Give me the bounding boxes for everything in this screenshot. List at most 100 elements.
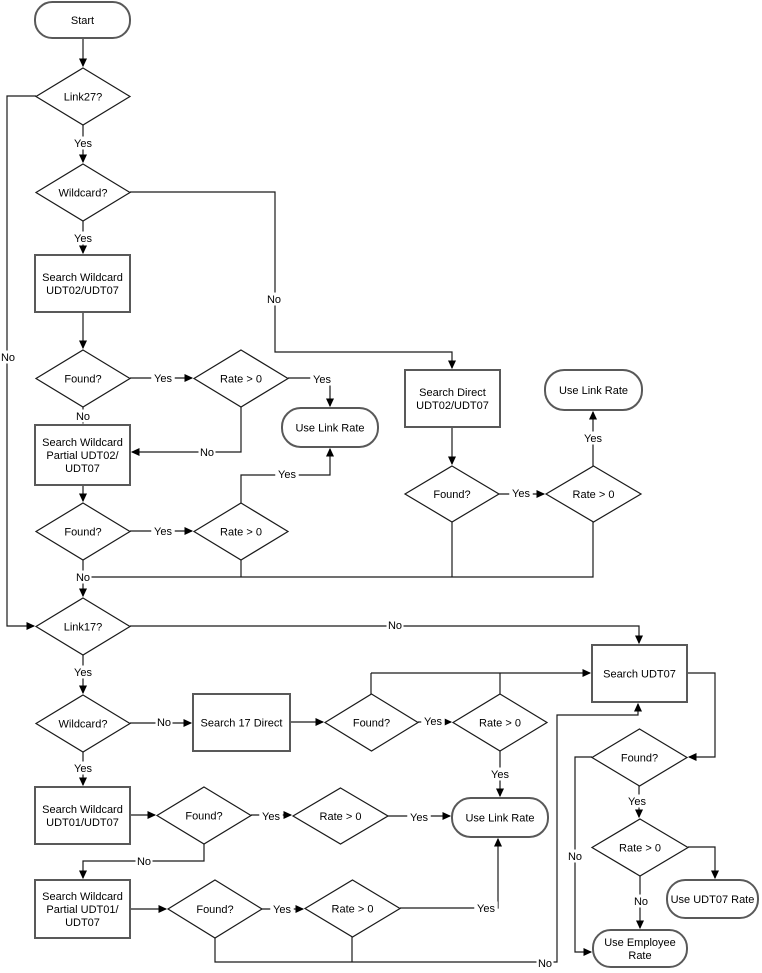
process-shape xyxy=(34,879,131,939)
node-label-line: Rate > 0 xyxy=(320,811,362,823)
node-label-line: Search Wildcard xyxy=(42,891,123,903)
node-label: Link27? xyxy=(64,92,103,104)
edge-label-bg xyxy=(625,794,649,808)
edge-label: Yes xyxy=(424,716,442,728)
edge-label: Yes xyxy=(313,374,331,386)
decision-shape xyxy=(34,694,132,753)
node-label-line: Search Wildcard xyxy=(42,272,123,284)
edge-label-bg xyxy=(265,292,283,306)
node-label-line: Found? xyxy=(433,489,470,501)
edge-label: No xyxy=(634,896,648,908)
edge-label-bg xyxy=(509,486,533,500)
node-rate-direct-udt02: Rate > 0 xyxy=(544,465,643,523)
node-found-direct-udt02: Found? xyxy=(403,465,501,523)
node-label: Wildcard? xyxy=(59,719,108,731)
edge-label: No xyxy=(538,958,552,970)
node-label: Use Link Rate xyxy=(559,385,628,397)
edge-label-bg xyxy=(135,854,153,868)
node-label: Rate > 0 xyxy=(619,843,661,855)
node-label: Search 17 Direct xyxy=(201,718,283,730)
edge-label-bg xyxy=(581,431,605,445)
edge-label: No xyxy=(76,572,90,584)
node-found-wildcard-udt01: Found? xyxy=(155,786,253,845)
node-label-line: Use UDT07 Rate xyxy=(671,894,755,906)
node-label: Use Link Rate xyxy=(295,423,364,435)
edge-label: No xyxy=(388,620,402,632)
edge-label-bg xyxy=(198,445,216,459)
edge-connector xyxy=(130,625,643,645)
decision-shape xyxy=(34,163,132,222)
node-rate-wildcard-udt01: Rate > 0 xyxy=(291,787,390,845)
terminator-shape xyxy=(281,407,379,448)
node-label-line: Rate > 0 xyxy=(573,489,615,501)
node-search-17-direct: Search 17 Direct xyxy=(192,693,291,752)
node-label: Search UDT07 xyxy=(603,669,676,681)
edge-label: No xyxy=(137,856,151,868)
edge-connector xyxy=(688,846,719,880)
terminator-shape xyxy=(666,879,759,919)
edge-label: Yes xyxy=(584,433,602,445)
decision-shape xyxy=(34,502,132,561)
edge-label: No xyxy=(76,411,90,423)
edge-label: Yes xyxy=(262,811,280,823)
node-label-line: Partial UDT02/ xyxy=(46,450,119,462)
edge-label: No xyxy=(568,851,582,863)
node-label: Found? xyxy=(196,904,233,916)
node-label: Rate > 0 xyxy=(332,904,374,916)
node-rate-17-direct: Rate > 0 xyxy=(451,693,549,752)
decision-shape xyxy=(590,818,690,877)
edge-connector xyxy=(400,837,502,909)
node-label-line: UDT07 xyxy=(65,917,100,929)
node-label-line: Use Link Rate xyxy=(465,813,534,825)
node-label: Found? xyxy=(185,811,222,823)
node-label-line: Link27? xyxy=(64,92,103,104)
node-label-line: Search Direct xyxy=(419,387,486,399)
edge-label-bg xyxy=(71,231,95,245)
node-label-line: Found? xyxy=(185,811,222,823)
edge-label-bg xyxy=(151,524,175,538)
terminator-shape xyxy=(544,369,643,411)
node-label: Rate > 0 xyxy=(220,374,262,386)
node-rate-udt07: Rate > 0 xyxy=(590,818,690,877)
edge-label-bg xyxy=(421,714,445,728)
decision-shape xyxy=(166,879,264,939)
edge-label: No xyxy=(200,447,214,459)
edge-label: Yes xyxy=(491,769,509,781)
edge-labels-layer: YesNoYesNoYesNoYesNoYesYesNoYesYesYesNoY… xyxy=(0,136,650,970)
edge-connector xyxy=(687,672,716,761)
edge-label-bg xyxy=(155,715,173,729)
edge-label-bg xyxy=(71,136,95,150)
node-label: Use Link Rate xyxy=(465,813,534,825)
node-label: Link17? xyxy=(64,622,103,634)
decision-shape xyxy=(451,693,549,752)
decision-shape xyxy=(403,465,501,523)
edge-label-bg xyxy=(151,371,175,385)
node-label: Found? xyxy=(64,527,101,539)
process-shape xyxy=(34,254,131,313)
edge-label-bg xyxy=(0,350,17,364)
node-rate-partial-udt02: Rate > 0 xyxy=(192,502,290,561)
node-label-line: Rate > 0 xyxy=(479,718,521,730)
node-start: Start xyxy=(34,1,131,39)
edge-label: Yes xyxy=(273,904,291,916)
process-shape xyxy=(591,644,688,703)
edge-label-bg xyxy=(74,409,92,423)
edge-label-bg xyxy=(74,570,92,584)
edge-label: Yes xyxy=(74,763,92,775)
node-label-line: Found? xyxy=(621,753,658,765)
node-label: Use UDT07 Rate xyxy=(671,894,755,906)
node-label-line: UDT07 xyxy=(65,463,100,475)
edge-label: No xyxy=(1,352,15,364)
node-label-line: UDT01/UDT07 xyxy=(46,817,119,829)
node-label-line: Found? xyxy=(353,718,390,730)
terminator-shape xyxy=(592,929,688,968)
process-shape xyxy=(192,693,291,752)
edge-label-bg xyxy=(488,767,512,781)
